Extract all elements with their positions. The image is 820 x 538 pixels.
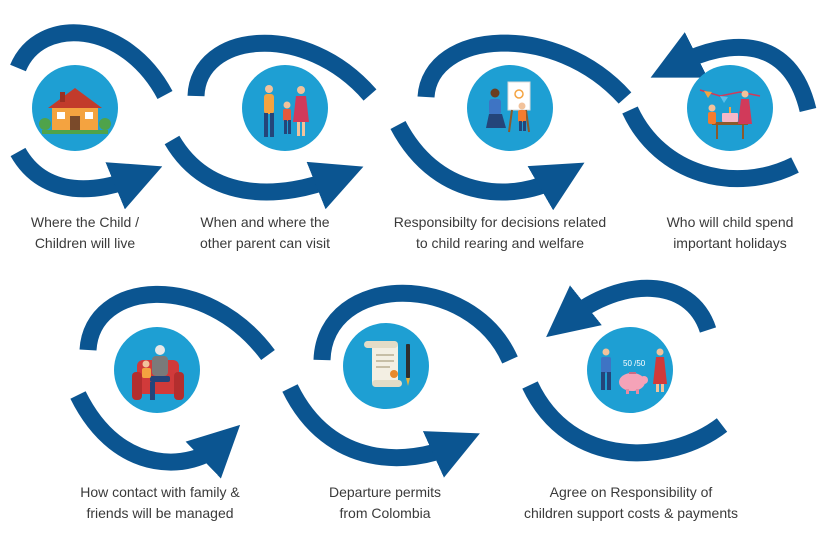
step-2-caption: When and where the other parent can visi… [180,212,350,254]
step-2-circle [242,65,328,151]
piggy-bank-icon: 50 /50 [601,348,667,394]
step-6-caption: Departure permits from Colombia [305,482,465,524]
step-7-line-2: children support costs & payments [524,505,738,521]
step-2-line-2: other parent can visit [200,235,330,251]
step-3-arrows [390,34,632,211]
family-visit-icon [264,85,309,137]
step-7-caption: Agree on Responsibility of children supp… [500,482,762,524]
step-5-line-2: friends will be managed [86,505,234,521]
step-1-caption: Where the Child / Children will live [5,212,165,254]
step-7-circle [587,327,673,413]
step-6-line-2: from Colombia [339,505,431,521]
step-3-line-2: to child rearing and welfare [415,235,585,251]
step-5-caption: How contact with family & friends will b… [60,482,260,524]
birthday-party-icon [699,89,761,139]
step-7-line-1: Agree on Responsibility of [549,484,713,500]
step-2-arrows [164,34,377,210]
step-6-line-1: Departure permits [328,484,442,500]
step-7-arrows [522,279,728,462]
step-1-arrows [10,24,173,210]
document-pen-icon [364,341,410,387]
step-5-line-1: How contact with family & [80,484,240,500]
step-6-arrows [282,284,518,478]
step-2-line-1: When and where the [200,214,330,230]
step-3-line-1: Responsibilty for decisions related [393,214,607,230]
step-4-line-1: Who will child spend [666,214,794,230]
step-4-arrows [622,32,817,188]
step-1-line-1: Where the Child / [30,214,140,230]
step-4-caption: Who will child spend important holidays [650,212,810,254]
ratio-badge: 50 /50 [623,359,646,368]
parent-teaching-child-icon [486,81,531,133]
step-1-line-2: Children will live [34,235,136,251]
step-5-arrows [70,285,275,479]
step-4-line-2: important holidays [673,235,787,251]
step-3-caption: Responsibilty for decisions related to c… [370,212,630,254]
grandparent-armchair-icon [132,345,184,400]
house-icon [39,88,111,134]
